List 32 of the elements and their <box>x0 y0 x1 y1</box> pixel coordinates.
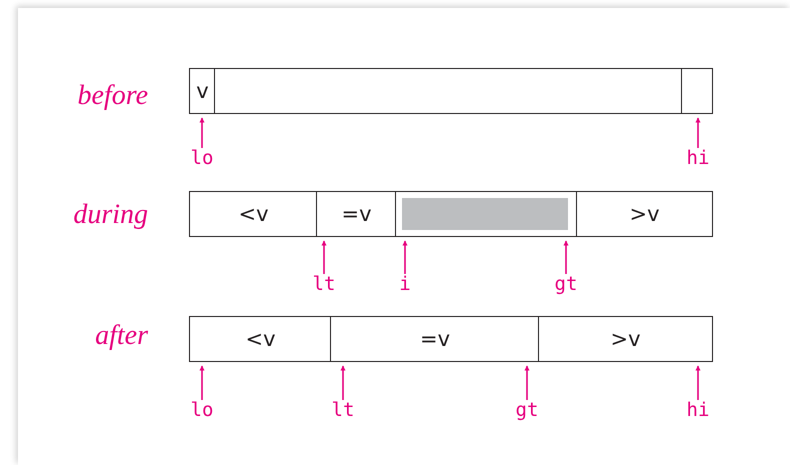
pointer-label: lo <box>186 399 218 421</box>
array-cell: >v <box>576 191 713 237</box>
array-cell: <v <box>189 316 332 362</box>
pointer-label: i <box>389 273 421 295</box>
pointer-label: gt <box>511 399 543 421</box>
pointer-label: gt <box>550 273 582 295</box>
array-cell: =v <box>316 191 397 237</box>
pointer-arrow <box>524 366 530 400</box>
array-cell <box>214 68 683 114</box>
array-cell: v <box>189 68 216 114</box>
shaded-bar <box>402 198 568 230</box>
array-cell <box>395 191 578 237</box>
row-label: during <box>72 199 148 231</box>
pointer-label: lt <box>327 399 359 421</box>
pointer-label: lo <box>186 147 218 169</box>
array-cell <box>681 68 713 114</box>
pointer-arrow <box>340 366 346 400</box>
array-cell: >v <box>538 316 713 362</box>
pointer-arrow <box>322 240 326 274</box>
pointer-label: lt <box>308 273 340 295</box>
pointer-arrow <box>696 118 700 148</box>
pointer-arrow <box>200 118 204 148</box>
array-cell: <v <box>189 191 318 237</box>
pointer-label: hi <box>682 399 714 421</box>
pointer-arrow <box>564 240 568 274</box>
pointer-arrow <box>402 240 408 274</box>
pointer-label: hi <box>682 147 714 169</box>
row-label: after <box>94 320 148 352</box>
pointer-arrow <box>696 366 700 400</box>
row-label: before <box>76 80 148 112</box>
array-cell: =v <box>330 316 540 362</box>
pointer-arrow <box>200 366 204 400</box>
